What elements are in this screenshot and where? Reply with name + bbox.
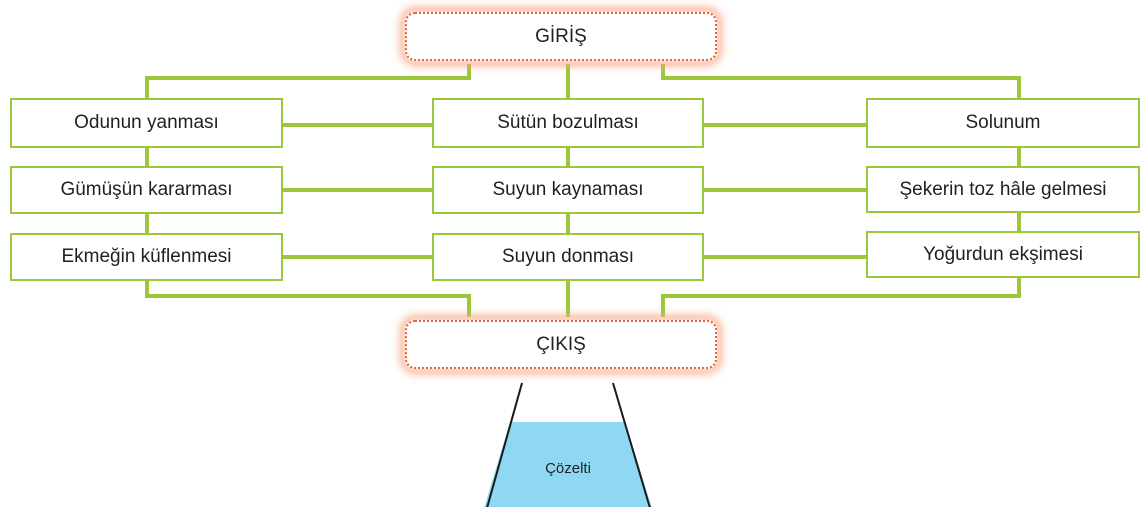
process-box: Suyun kaynaması [432,166,704,214]
process-label: Ekmeğin küflenmesi [61,246,232,267]
flask-wall-right [612,382,651,507]
connector-top-left [145,61,471,100]
process-label: Yoğurdun ekşimesi [923,243,1083,265]
connector-top-right [661,61,1021,100]
flask-wall-left [486,382,523,507]
process-box: Gümüşün kararması [10,166,283,214]
output-box: ÇIKIŞ [405,320,717,369]
connector-bottom-left [145,278,471,320]
process-box: Solunum [866,98,1140,148]
process-box: Şekerin toz hâle gelmesi [866,166,1140,213]
input-label: GİRİŞ [535,25,587,47]
process-box: Sütün bozulması [432,98,704,148]
connector-bottom-right [661,275,1021,320]
flask-liquid [484,422,652,507]
process-label: Odunun yanması [74,112,219,133]
process-label: Sütün bozulması [497,112,639,133]
process-box: Yoğurdun ekşimesi [866,231,1140,278]
process-label: Şekerin toz hâle gelmesi [899,178,1107,200]
process-label: Gümüşün kararması [60,179,233,200]
process-label: Suyun kaynaması [492,179,644,200]
process-box: Ekmeğin küflenmesi [10,233,283,281]
output-label: ÇIKIŞ [536,333,586,355]
process-label: Solunum [965,112,1041,133]
input-box: GİRİŞ [405,12,717,61]
flask-label: Çözelti [545,459,591,477]
process-box: Suyun donması [432,233,704,281]
process-box: Odunun yanması [10,98,283,148]
process-label: Suyun donması [501,246,635,267]
